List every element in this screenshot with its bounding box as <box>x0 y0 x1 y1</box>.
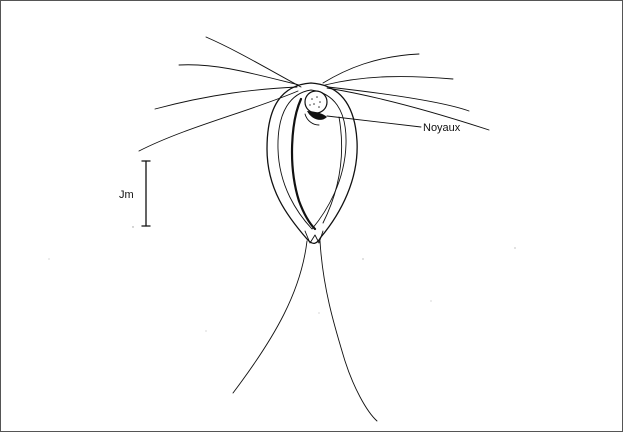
background-speckle <box>49 226 516 331</box>
posterior-flagella <box>233 231 377 421</box>
scale-label: Jm <box>119 189 134 201</box>
nucleus <box>305 91 327 125</box>
scale-bar <box>142 161 150 226</box>
callout-leader <box>327 116 421 127</box>
callout-label: Noyaux <box>423 122 461 134</box>
